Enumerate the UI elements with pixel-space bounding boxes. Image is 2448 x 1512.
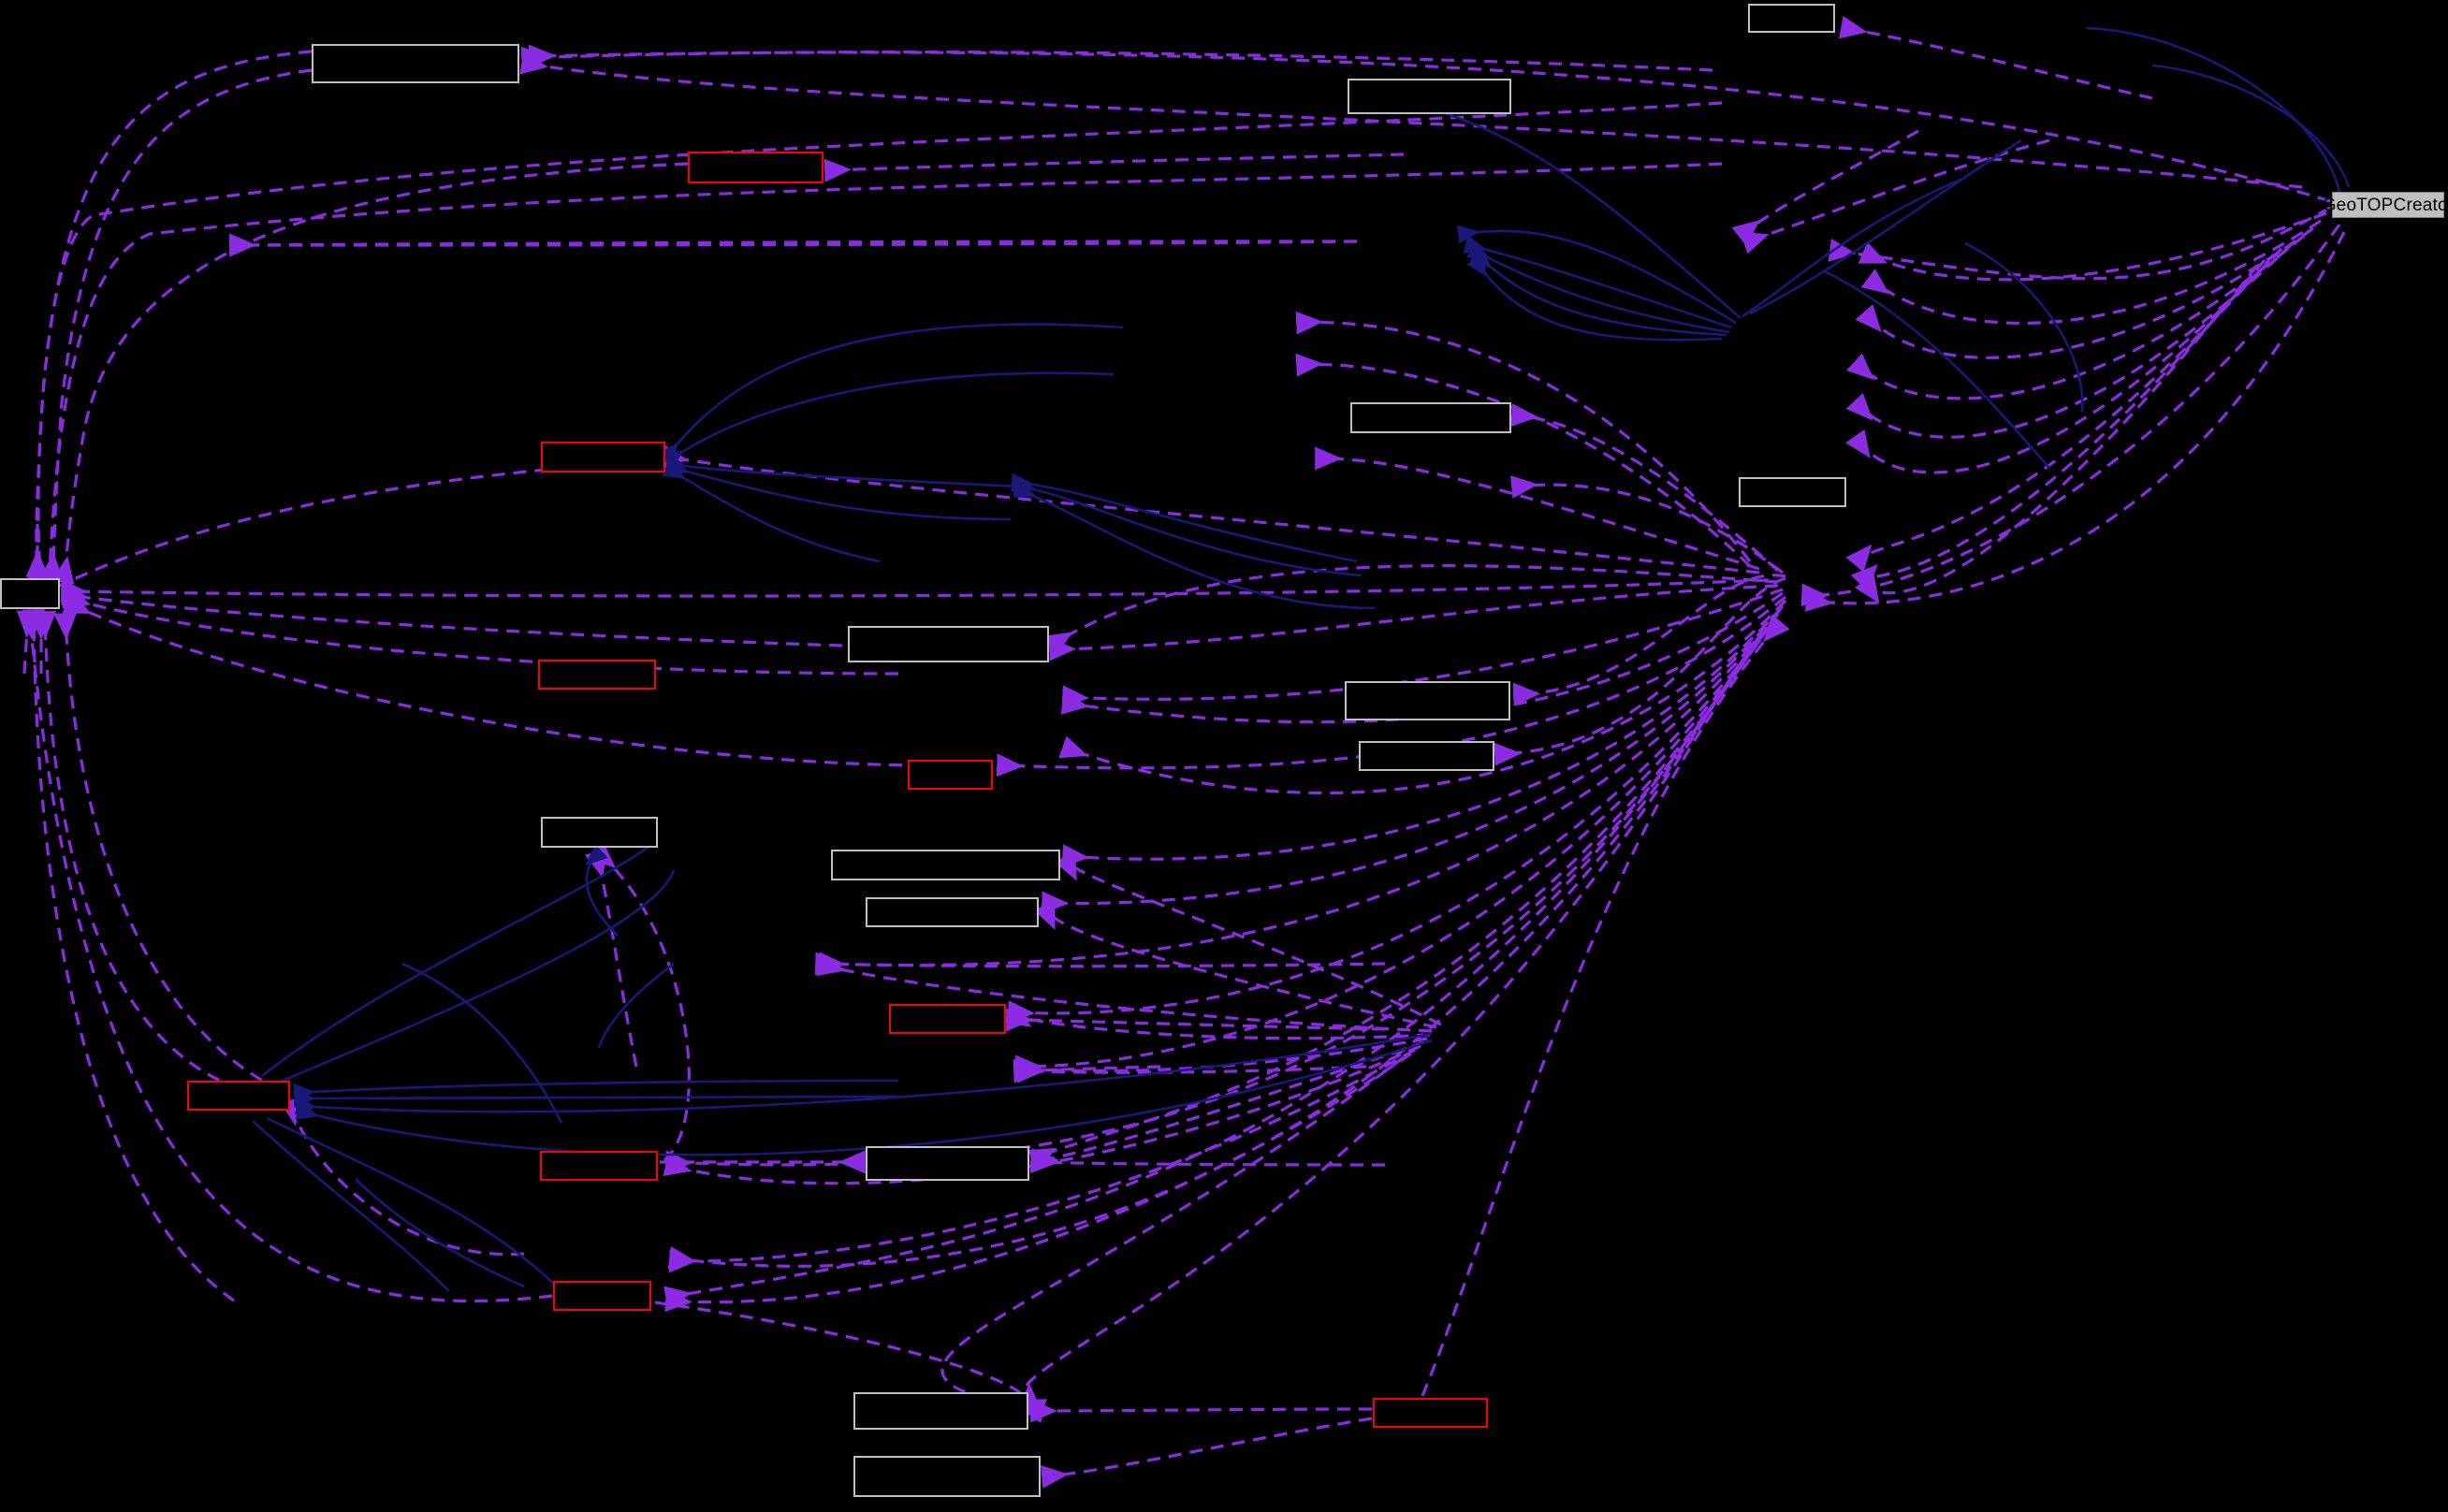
node-box-13[interactable] (1359, 741, 1494, 771)
node-box-02[interactable] (688, 152, 823, 183)
node-box-06[interactable] (1350, 402, 1511, 433)
node-geotopcreator[interactable]: GeoTOPCreator (2323, 192, 2448, 218)
node-box-15[interactable] (831, 850, 1060, 880)
node-box-14[interactable] (541, 817, 658, 848)
node-box-18[interactable] (187, 1081, 290, 1111)
node-box-04[interactable] (1748, 4, 1835, 33)
node-box-20[interactable] (866, 1146, 1029, 1181)
node-box-01[interactable] (312, 44, 519, 83)
node-box-19[interactable] (540, 1151, 658, 1181)
node-box-10[interactable] (538, 660, 656, 690)
node-box-22[interactable] (853, 1392, 1028, 1430)
node-box-12[interactable] (908, 760, 993, 790)
node-box-07[interactable] (1739, 477, 1846, 507)
node-box-11[interactable] (1345, 681, 1510, 720)
node-box-09[interactable] (848, 626, 1049, 662)
node-box-17[interactable] (889, 1004, 1006, 1034)
node-box-08[interactable] (0, 578, 60, 609)
node-box-05[interactable] (541, 442, 665, 472)
node-box-21[interactable] (553, 1281, 651, 1311)
node-box-24[interactable] (853, 1456, 1041, 1497)
node-box-23[interactable] (1373, 1398, 1488, 1428)
node-box-03[interactable] (1348, 79, 1511, 114)
node-label: GeoTOPCreator (2322, 195, 2448, 215)
node-box-16[interactable] (866, 897, 1039, 927)
